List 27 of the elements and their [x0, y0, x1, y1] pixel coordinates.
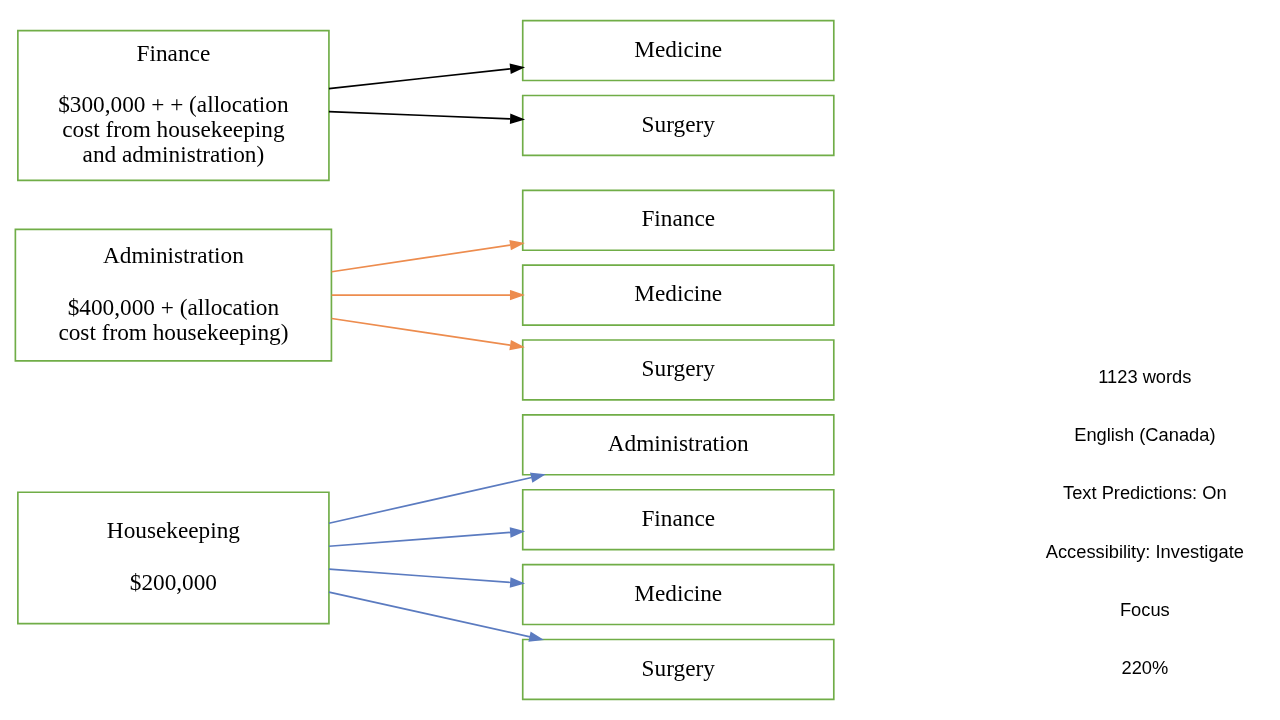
- node-box: Medicine: [521, 19, 835, 82]
- node-box: Medicine: [521, 264, 835, 326]
- arrow: [330, 289, 525, 301]
- arrow: [328, 110, 526, 125]
- label: Accessibility: Investigate: [1045, 540, 1244, 562]
- node-box: Administration $400,000 + (allocation cost from housekeeping): [14, 228, 333, 362]
- arrow: [328, 472, 546, 525]
- arrow: [328, 568, 526, 588]
- arrow: [330, 239, 525, 273]
- label: Focus: [1119, 598, 1170, 620]
- label: English (Canada): [1074, 424, 1216, 446]
- node-box: Medicine: [521, 563, 835, 626]
- label: 220%: [1121, 657, 1169, 679]
- node-box: Surgery: [521, 94, 835, 157]
- label: 1123 words: [1098, 365, 1192, 387]
- node-box: Finance $300,000 + + (allocation cost from housekeeping and administration): [17, 29, 330, 182]
- node-box: Housekeeping $200,000: [17, 491, 330, 625]
- node-box: Finance: [521, 488, 835, 551]
- node-box: Finance: [521, 189, 835, 252]
- node-box: Surgery: [521, 339, 835, 401]
- arrow: [328, 63, 526, 90]
- node-box: Administration: [521, 414, 835, 476]
- arrow: [328, 591, 545, 642]
- label: Text Predictions: On: [1063, 482, 1227, 504]
- arrow: [330, 317, 525, 351]
- arrow: [328, 527, 526, 548]
- node-box: Surgery: [521, 638, 835, 701]
